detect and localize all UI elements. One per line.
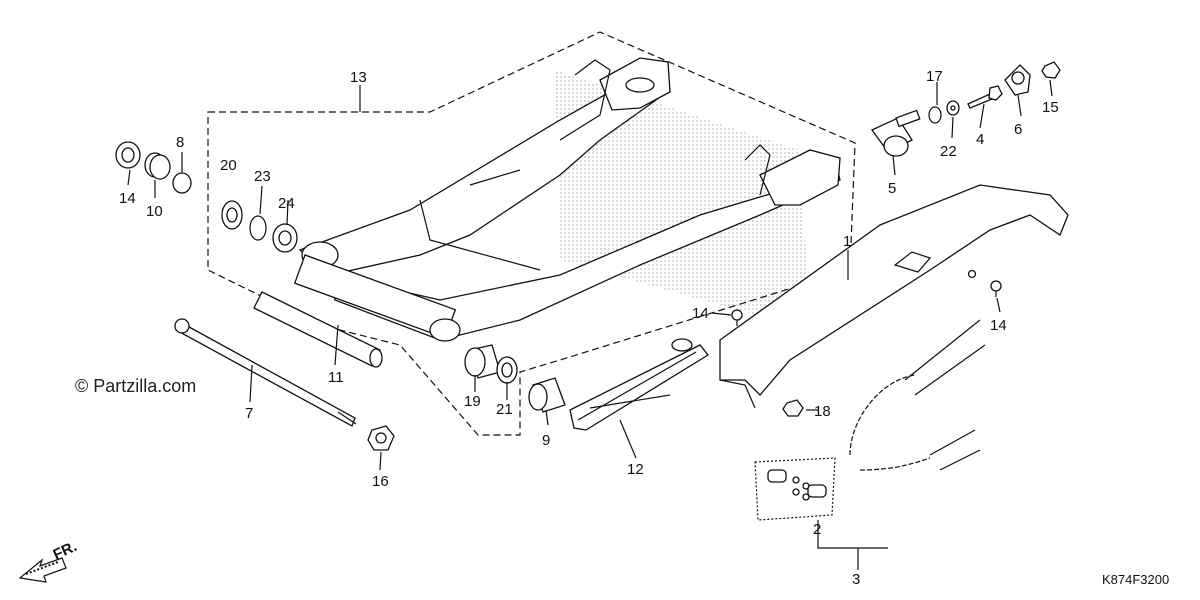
callout-16: 14: [119, 190, 136, 207]
chain-slider: [569, 338, 709, 431]
callout-24: 23: [254, 168, 271, 185]
collar: [528, 377, 566, 413]
callout-1: 1: [843, 233, 851, 250]
callout-11: 11: [328, 369, 344, 386]
callout-4: 4: [976, 131, 984, 148]
callout-3: 3: [852, 571, 860, 588]
callouts: 13 8 14 10 20 23 24 11 7 19 21 9 12 16 1…: [119, 68, 1059, 588]
front-label: FR.: [51, 538, 80, 564]
adjuster-hardware: [928, 61, 1061, 124]
callout-5: 5: [888, 180, 896, 197]
left-bearing-set: [115, 141, 192, 194]
watermark: © Partzilla.com: [75, 376, 196, 396]
chain-case: [719, 184, 1069, 409]
figure-code: K874F3200: [1102, 572, 1169, 587]
pivot-bolt: [174, 318, 357, 427]
callout-9: 9: [542, 432, 550, 449]
chain-adjuster: [871, 109, 921, 157]
callout-12: 12: [627, 461, 644, 478]
master-link: [754, 457, 836, 521]
callout-14-right: 14: [990, 317, 1007, 334]
leader-lines: [127, 79, 1053, 570]
callout-17: 16: [372, 473, 389, 490]
screw-right: [990, 280, 1002, 297]
inner-bearing-set: [221, 200, 298, 253]
callout-13: 13: [350, 69, 367, 86]
callout-14-left: 14: [692, 305, 709, 322]
callout-2: 2: [813, 521, 821, 538]
callout-6: 6: [1014, 121, 1022, 138]
callout-23: 22: [940, 143, 957, 160]
callout-19: 18: [814, 403, 831, 420]
callout-18: 17: [926, 68, 943, 85]
front-arrow: FR.: [18, 538, 80, 583]
callout-20: 19: [464, 393, 481, 410]
case-bolt: [782, 399, 804, 417]
callout-8: 8: [176, 134, 184, 151]
pivot-collar: [253, 291, 383, 368]
callout-22: 21: [496, 401, 513, 418]
screw-left: [731, 309, 743, 326]
callout-25: 24: [278, 195, 295, 212]
callout-10: 10: [146, 203, 163, 220]
callout-21: 20: [220, 157, 237, 174]
callout-7: 7: [245, 405, 253, 422]
swingarm: [293, 57, 841, 342]
pivot-nut: [367, 425, 395, 451]
right-bearing-set: [464, 344, 518, 384]
callout-15: 15: [1042, 99, 1059, 116]
drive-chain: [849, 319, 986, 471]
